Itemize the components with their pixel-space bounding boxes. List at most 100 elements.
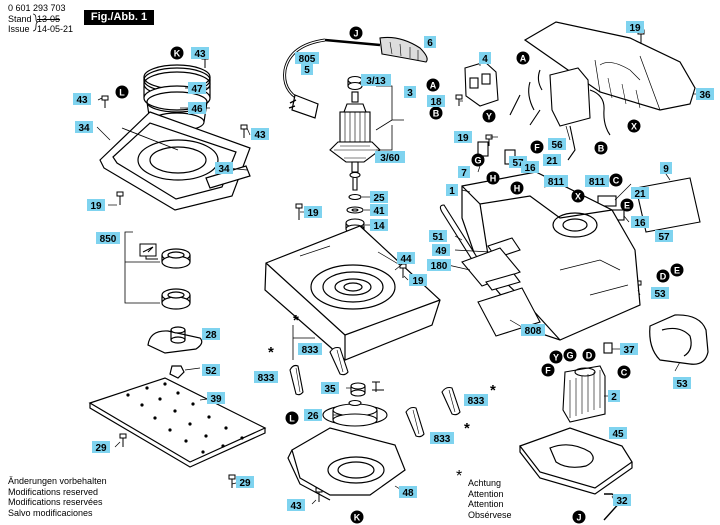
callout-a: A <box>516 51 530 65</box>
part-label-36: 36 <box>696 88 714 101</box>
attention-star-marker: * <box>490 382 496 399</box>
svg-text:16: 16 <box>634 218 646 229</box>
part-label-39: 39 <box>207 392 225 405</box>
callout-l: L <box>285 411 299 425</box>
part-label-32: 32 <box>613 494 631 507</box>
svg-text:833: 833 <box>302 345 319 356</box>
svg-text:18: 18 <box>430 97 442 108</box>
callout-f: F <box>541 363 555 377</box>
svg-text:25: 25 <box>373 193 385 204</box>
callout-e: E <box>620 198 634 212</box>
svg-text:K: K <box>354 513 361 523</box>
svg-text:46: 46 <box>191 104 203 115</box>
cover-45 <box>519 427 633 495</box>
attention-es: Obsérvese <box>468 509 512 520</box>
part-number-labels: 805563/1333/6041819364347464334433419850… <box>73 21 714 512</box>
svg-text:X: X <box>631 122 637 132</box>
svg-text:C: C <box>613 176 620 186</box>
svg-text:57: 57 <box>512 158 524 169</box>
svg-text:L: L <box>119 88 125 98</box>
callout-k: K <box>170 46 184 60</box>
svg-text:F: F <box>534 143 540 153</box>
svg-text:43: 43 <box>290 501 302 512</box>
callout-j: J <box>572 510 586 524</box>
svg-text:805: 805 <box>299 54 316 65</box>
svg-text:6: 6 <box>427 38 433 49</box>
fan-26 <box>322 399 388 427</box>
svg-text:Y: Y <box>486 112 492 122</box>
svg-text:19: 19 <box>307 208 319 219</box>
reservation-de: Änderungen vorbehalten <box>8 476 107 486</box>
part-label-4: 4 <box>479 52 491 65</box>
svg-text:3/13: 3/13 <box>366 76 386 87</box>
svg-text:808: 808 <box>525 326 542 337</box>
svg-text:Y: Y <box>553 353 559 363</box>
svg-text:19: 19 <box>629 23 641 34</box>
svg-text:J: J <box>576 513 581 523</box>
part-label-52: 52 <box>202 364 220 377</box>
figure-label: Fig./Abb. 1 <box>84 10 154 25</box>
svg-text:51: 51 <box>432 232 444 243</box>
part-label-833: 833 <box>430 432 454 445</box>
part-label-811: 811 <box>544 175 568 188</box>
part-label-16: 16 <box>631 216 649 229</box>
svg-text:19: 19 <box>457 133 469 144</box>
svg-text:48: 48 <box>402 488 414 499</box>
tool-symbol <box>139 243 158 260</box>
svg-text:D: D <box>660 272 667 282</box>
part-label-45: 45 <box>609 427 627 440</box>
svg-text:G: G <box>566 351 573 361</box>
part-label-44: 44 <box>397 252 415 265</box>
part-label-41: 41 <box>370 204 388 217</box>
svg-text:1: 1 <box>449 186 455 197</box>
callout-h: H <box>486 171 500 185</box>
svg-text:49: 49 <box>435 246 447 257</box>
callout-l: L <box>115 85 129 99</box>
part-label-28: 28 <box>202 328 220 341</box>
part-number: 0 601 293 703 <box>8 3 66 13</box>
part-label-43: 43 <box>191 47 209 60</box>
callout-k: K <box>350 510 364 524</box>
svg-text:H: H <box>514 184 521 194</box>
callout-y: Y <box>549 350 563 364</box>
reservation-es: Salvo modificaciones <box>8 507 93 518</box>
issue-date: 14-05-21 <box>37 24 74 34</box>
callout-g: G <box>563 348 577 362</box>
part-37 <box>603 342 613 354</box>
part-label-811: 811 <box>585 175 609 188</box>
dust-port-53 <box>649 314 709 365</box>
svg-text:41: 41 <box>373 206 385 217</box>
svg-text:14: 14 <box>373 221 385 232</box>
attention-notes: * Achtung Attention Attention Obsérvese <box>456 469 512 520</box>
pads-49-180 <box>461 237 521 291</box>
svg-text:E: E <box>624 201 630 211</box>
svg-text:43: 43 <box>254 130 266 141</box>
part-label-833: 833 <box>464 394 488 407</box>
part-label-805: 805 <box>295 52 319 65</box>
callout-d: D <box>582 348 596 362</box>
reservation-en: Modifications reserved <box>8 486 99 497</box>
callout-h: H <box>510 181 524 195</box>
svg-text:2: 2 <box>611 392 617 403</box>
attention-en: Attention <box>468 488 504 499</box>
svg-text:B: B <box>433 109 440 119</box>
stator-2 <box>562 365 606 423</box>
part-label-46: 46 <box>188 102 206 115</box>
part-label-34: 34 <box>75 121 93 134</box>
part-label-25: 25 <box>370 191 388 204</box>
svg-text:5: 5 <box>304 65 310 76</box>
callout-b: B <box>594 141 608 155</box>
callout-c: C <box>617 365 631 379</box>
leader-armature <box>375 85 404 151</box>
svg-text:34: 34 <box>218 164 230 175</box>
svg-text:3/60: 3/60 <box>380 153 400 164</box>
svg-text:J: J <box>353 29 358 39</box>
part-label-34: 34 <box>215 162 233 175</box>
part-label-21: 21 <box>543 154 561 167</box>
callout-f: F <box>530 140 544 154</box>
callout-e: E <box>670 263 684 277</box>
svg-text:B: B <box>598 144 605 154</box>
callout-x: X <box>571 189 585 203</box>
